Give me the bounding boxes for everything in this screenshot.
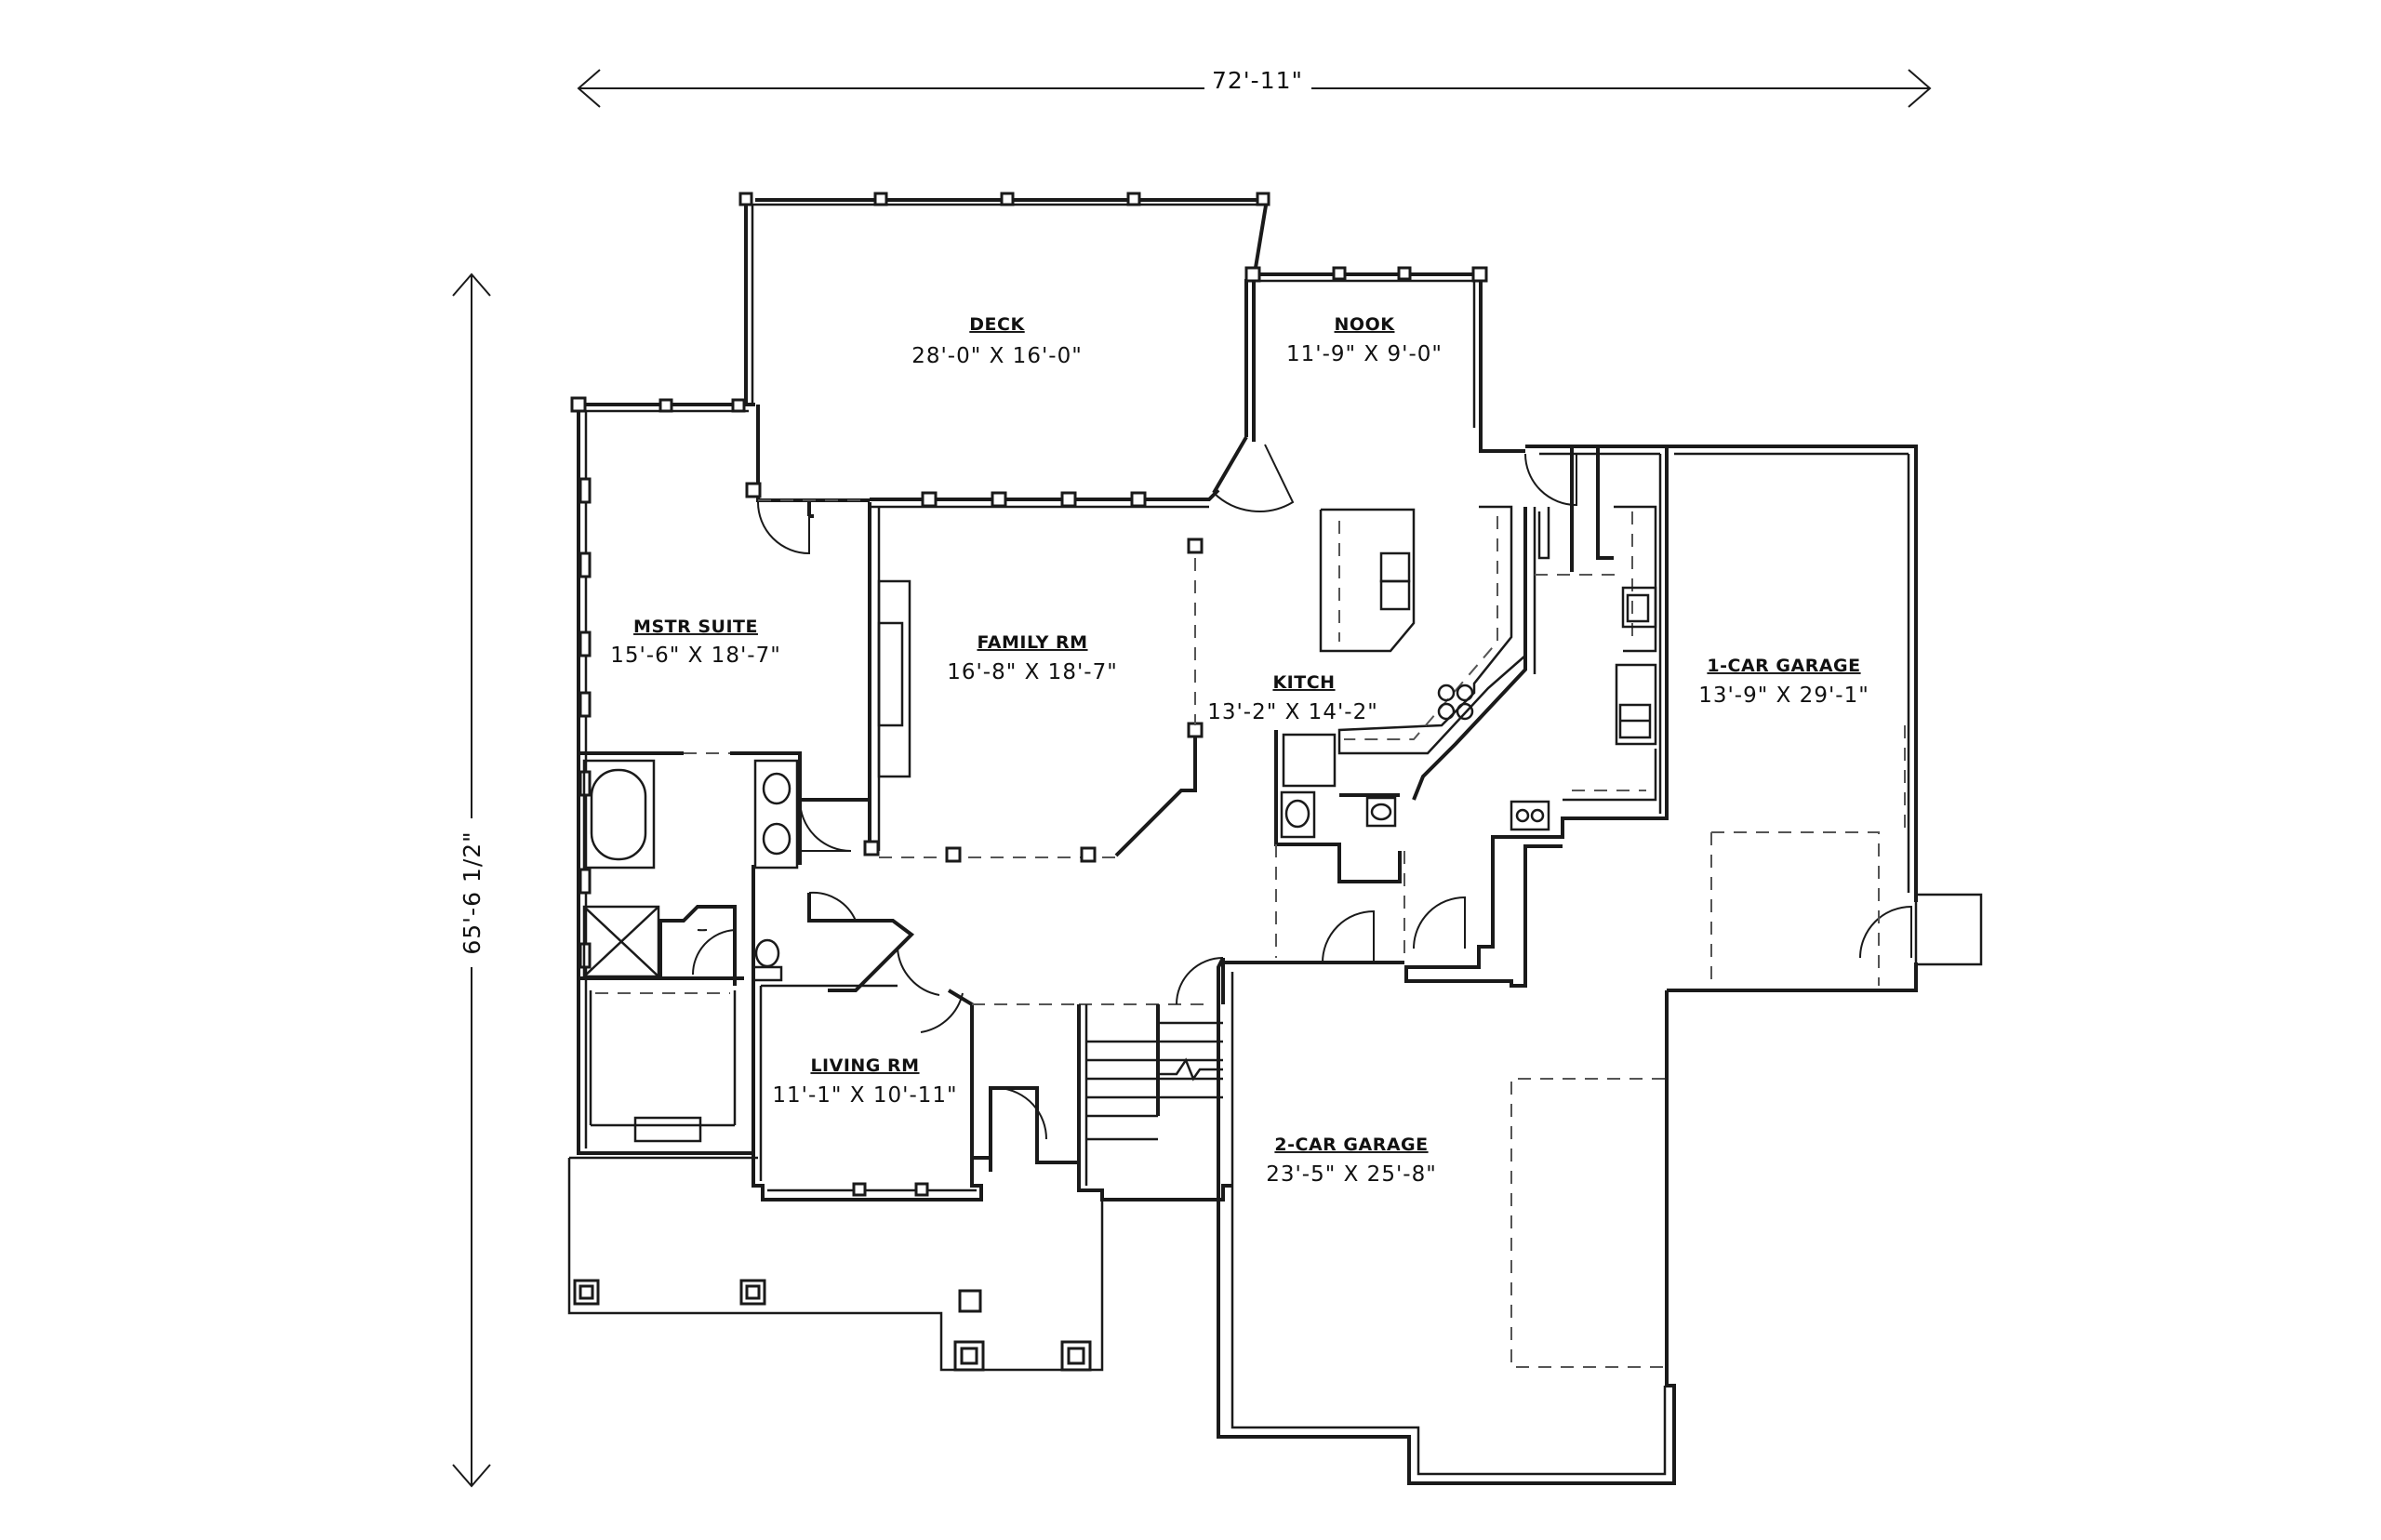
stairs	[1077, 957, 1232, 1201]
nook-outline	[1213, 266, 1525, 512]
room-label-living-room: LIVING RM 11'-1" X 10'-11"	[772, 1055, 957, 1108]
room-label-two-car-garage: 2-CAR GARAGE 23'-5" X 25'-8"	[1266, 1135, 1437, 1187]
living-rm-size: 11'-1" X 10'-11"	[772, 1083, 957, 1108]
room-label-deck: DECK 28'-0" X 16'-0"	[911, 314, 1083, 368]
nook-name: NOOK	[1335, 314, 1396, 335]
one-car-garage	[1667, 445, 1983, 992]
deck-outline	[738, 192, 1270, 502]
room-label-nook: NOOK 11'-9" X 9'-0"	[1286, 314, 1443, 366]
master-suite-walls	[570, 396, 870, 1155]
family-rm-size: 16'-8" X 18'-7"	[947, 660, 1118, 684]
room-label-family-room: FAMILY RM 16'-8" X 18'-7"	[947, 632, 1118, 684]
two-car-garage	[1217, 957, 1676, 1485]
family-rm-name: FAMILY RM	[977, 632, 1087, 653]
garage-2-name: 2-CAR GARAGE	[1274, 1135, 1428, 1155]
nook-size: 11'-9" X 9'-0"	[1286, 342, 1443, 366]
garage-1-size: 13'-9" X 29'-1"	[1698, 684, 1869, 708]
kitch-name: KITCH	[1272, 672, 1335, 693]
mud-room	[1404, 445, 1669, 988]
overall-width-label: 72'-11"	[1212, 67, 1303, 94]
mstr-suite-name: MSTR SUITE	[633, 617, 758, 637]
room-label-kitchen: KITCH 13'-2" X 14'-2"	[1207, 672, 1378, 724]
mstr-suite-size: 15'-6" X 18'-7"	[610, 644, 781, 668]
kitch-size: 13'-2" X 14'-2"	[1207, 700, 1378, 724]
garage-1-name: 1-CAR GARAGE	[1707, 656, 1860, 676]
kitchen	[1223, 505, 1550, 964]
deck-size: 28'-0" X 16'-0"	[911, 344, 1083, 368]
living-rm-name: LIVING RM	[810, 1055, 919, 1076]
garage-2-size: 23'-5" X 25'-8"	[1266, 1162, 1437, 1187]
living-room-walls	[752, 984, 983, 1201]
porch-outline	[567, 1156, 1104, 1372]
overall-depth-dimension: 65'-6 1/2"	[446, 272, 491, 1488]
overall-depth-label: 65'-6 1/2"	[459, 830, 486, 954]
room-label-one-car-garage: 1-CAR GARAGE 13'-9" X 29'-1"	[1698, 656, 1869, 708]
room-label-master-suite: MSTR SUITE 15'-6" X 18'-7"	[610, 617, 781, 668]
family-room-walls	[863, 488, 1220, 863]
overall-width-dimension: 72'-11"	[577, 67, 1932, 108]
deck-name: DECK	[969, 314, 1025, 335]
